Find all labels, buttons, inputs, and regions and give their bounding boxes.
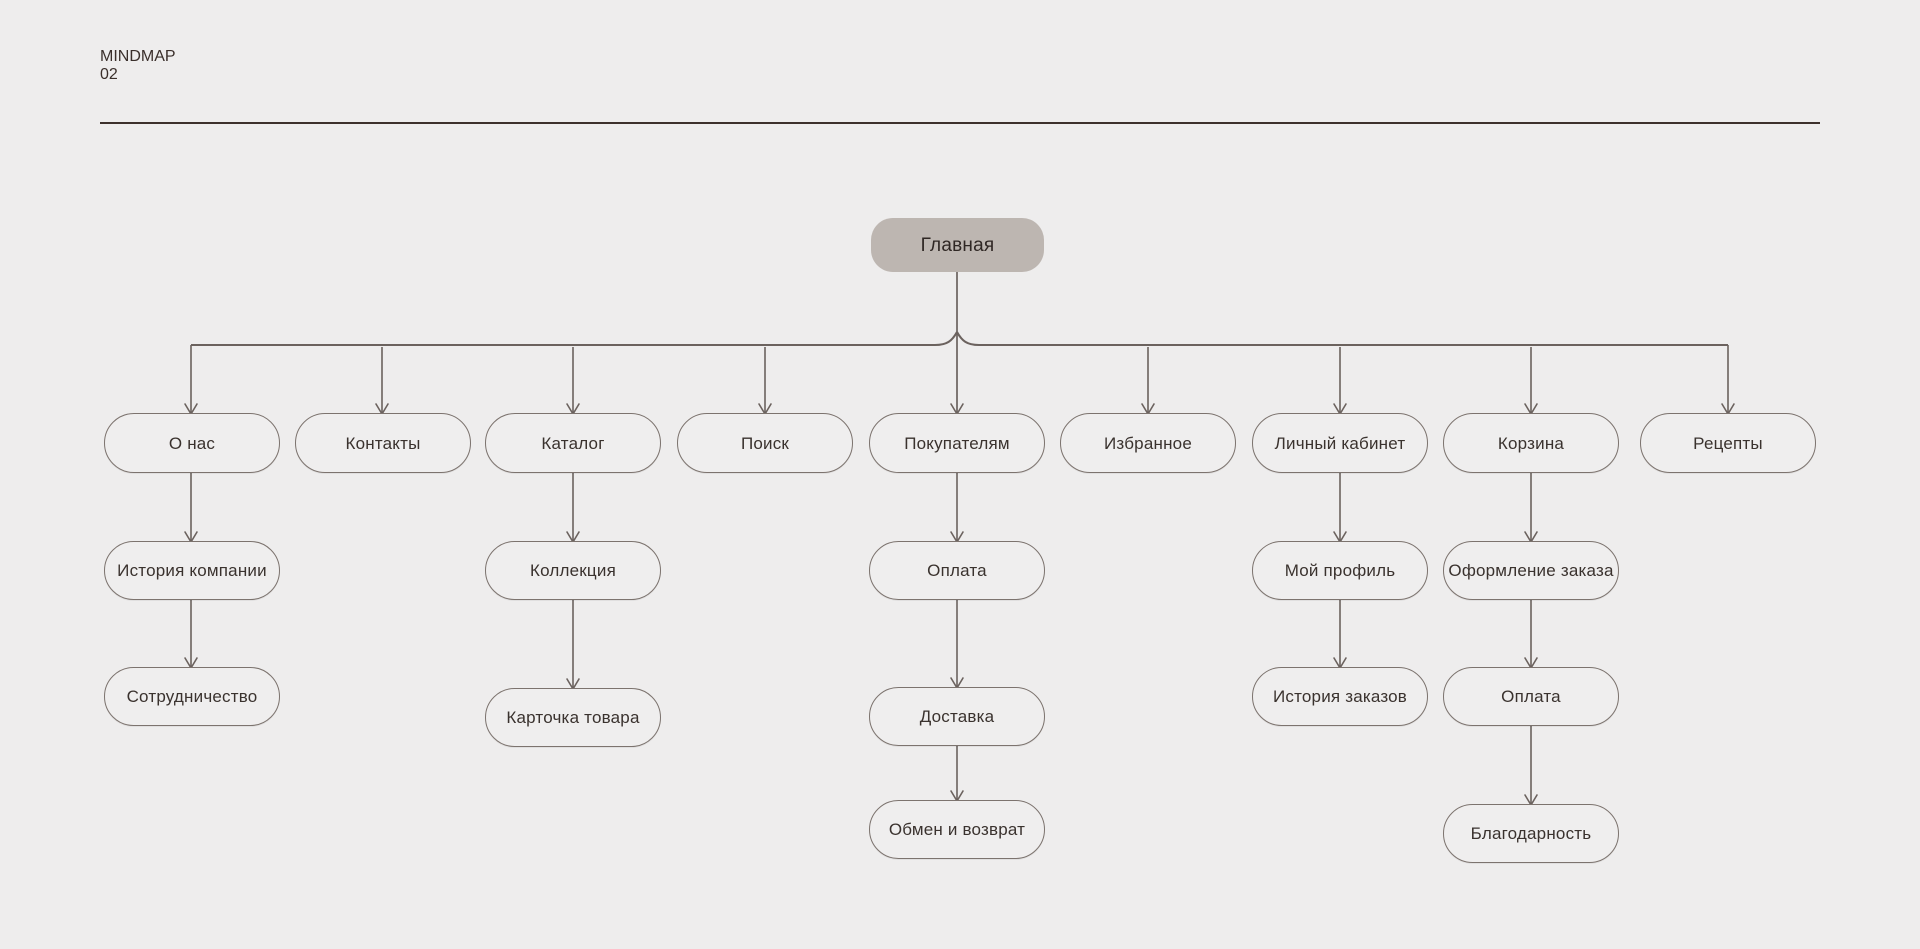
- node-pokupatelyam[interactable]: Покупателям: [869, 413, 1045, 473]
- node-label: Карточка товара: [506, 708, 640, 727]
- node-obmen-i-vozvrat[interactable]: Обмен и возврат: [869, 800, 1045, 859]
- node-sotrudnichestvo[interactable]: Сотрудничество: [104, 667, 280, 726]
- connector-bus-left: [191, 331, 958, 347]
- node-label: Каталог: [541, 433, 605, 453]
- node-label: Оформление заказа: [1448, 561, 1614, 580]
- node-katalog[interactable]: Каталог: [485, 413, 661, 473]
- node-label: Мой профиль: [1284, 561, 1396, 580]
- header-divider: [100, 122, 1820, 124]
- node-label: История компании: [117, 561, 267, 580]
- node-label: Личный кабинет: [1274, 433, 1406, 453]
- page-number: 02: [100, 66, 118, 83]
- node-oplata-pokupatelyam[interactable]: Оплата: [869, 541, 1045, 600]
- node-label: Благодарность: [1470, 824, 1592, 843]
- page-title: MINDMAP: [100, 48, 176, 65]
- node-o-nas[interactable]: О нас: [104, 413, 280, 473]
- node-label: Сотрудничество: [126, 687, 258, 706]
- node-label: Обмен и возврат: [888, 820, 1026, 839]
- node-poisk[interactable]: Поиск: [677, 413, 853, 473]
- node-label: Оплата: [1501, 687, 1561, 706]
- node-istoriya-kompanii[interactable]: История компании: [104, 541, 280, 600]
- node-label: Контакты: [345, 433, 421, 453]
- node-blagodarnost[interactable]: Благодарность: [1443, 804, 1619, 863]
- node-label: О нас: [168, 433, 216, 453]
- node-recepty[interactable]: Рецепты: [1640, 413, 1816, 473]
- node-label: Избранное: [1104, 433, 1192, 453]
- node-moi-profil[interactable]: Мой профиль: [1252, 541, 1428, 600]
- node-kartochka-tovara[interactable]: Карточка товара: [485, 688, 661, 747]
- node-label: Доставка: [919, 707, 995, 726]
- node-label: Поиск: [740, 433, 790, 453]
- node-izbrannoe[interactable]: Избранное: [1060, 413, 1236, 473]
- node-kontakty[interactable]: Контакты: [295, 413, 471, 473]
- node-kollekciya[interactable]: Коллекция: [485, 541, 661, 600]
- node-glavnaya[interactable]: Главная: [871, 218, 1044, 272]
- node-label: Коллекция: [530, 561, 616, 580]
- node-label: История заказов: [1272, 687, 1408, 706]
- node-label: Рецепты: [1693, 433, 1763, 453]
- node-lichnyi-kabinet[interactable]: Личный кабинет: [1252, 413, 1428, 473]
- node-label: Главная: [920, 234, 995, 256]
- slide-header: MINDMAP 02: [100, 48, 1820, 130]
- node-label: Корзина: [1497, 433, 1565, 453]
- node-label: Покупателям: [904, 433, 1010, 453]
- node-oplata-korzina[interactable]: Оплата: [1443, 667, 1619, 726]
- connector-bus-right: [956, 331, 1728, 347]
- node-istoriya-zakazov[interactable]: История заказов: [1252, 667, 1428, 726]
- node-dostavka[interactable]: Доставка: [869, 687, 1045, 746]
- node-oformlenie-zakaza[interactable]: Оформление заказа: [1443, 541, 1619, 600]
- node-korzina[interactable]: Корзина: [1443, 413, 1619, 473]
- node-label: Оплата: [927, 561, 987, 580]
